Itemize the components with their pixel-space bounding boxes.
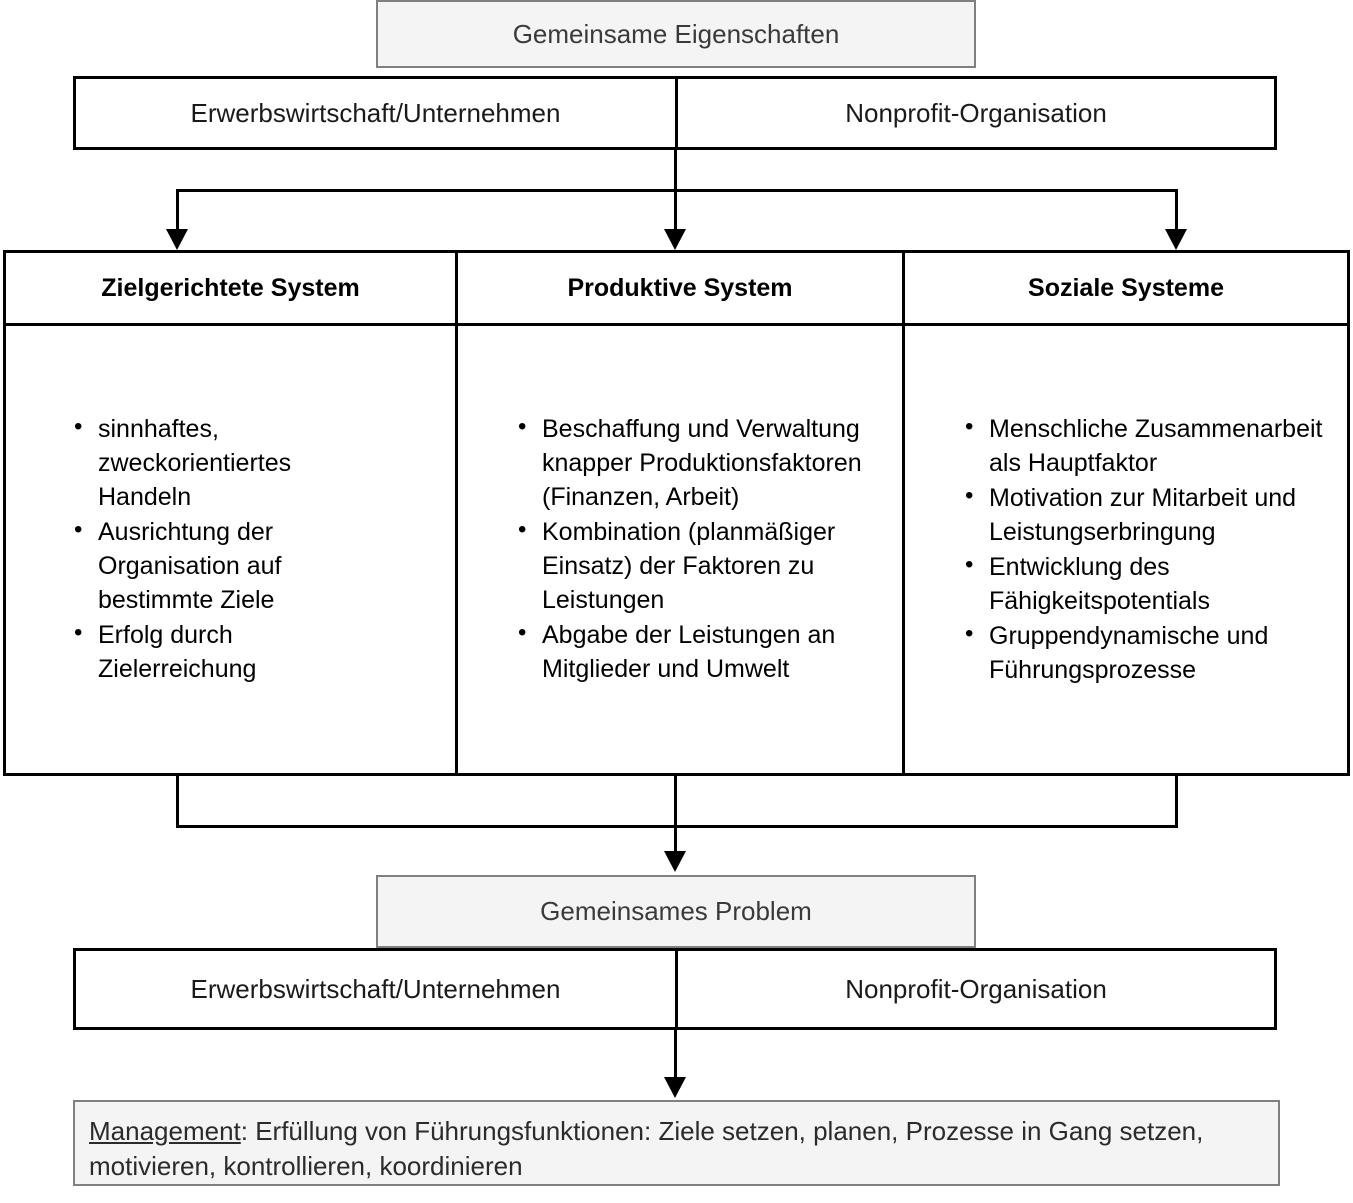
column-header-soziale-systeme: Soziale Systeme [905, 253, 1347, 326]
list-item: Ausrichtung der Organisation auf bestimm… [64, 514, 366, 617]
arrow-management [664, 1077, 686, 1098]
management-note-lead: Management [89, 1116, 241, 1146]
top-comparison-table: Erwerbswirtschaft/Unternehmen Nonprofit-… [73, 76, 1277, 150]
bottom-table-cell-nonprofit: Nonprofit-Organisation [675, 951, 1274, 1027]
column-body-produktive-system: Beschaffung und Verwaltung knapper Produ… [458, 326, 902, 773]
main-properties-table: Zielgerichtete System sinnhaftes, zwecko… [3, 250, 1350, 776]
arrow-left-top [166, 229, 188, 250]
column-body-zielgerichtete-system: sinnhaftes, zweckorientiertes Handeln Au… [6, 326, 455, 773]
arrow-center-bottom [664, 851, 686, 872]
top-table-left-label: Erwerbswirtschaft/Unternehmen [190, 97, 561, 128]
column-soziale-systeme: Soziale Systeme Menschliche Zusammenarbe… [905, 253, 1347, 773]
column-header-produktive-system: Produktive System [458, 253, 902, 326]
arrow-center-top [664, 229, 686, 250]
list-item: Beschaffung und Verwaltung knapper Produ… [508, 411, 872, 514]
column-produktive-system: Produktive System Beschaffung und Verwal… [455, 253, 905, 773]
connector-stem-management [674, 1030, 677, 1080]
management-note-body: : Erfüllung von Führungsfunktionen: Ziel… [89, 1116, 1204, 1181]
column-header-label: Zielgerichtete System [101, 273, 360, 302]
bottom-table-cell-erwerbswirtschaft: Erwerbswirtschaft/Unternehmen [76, 951, 675, 1027]
bottom-comparison-table: Erwerbswirtschaft/Unternehmen Nonprofit-… [73, 948, 1277, 1030]
gemeinsames-problem-label: Gemeinsames Problem [540, 896, 812, 927]
bullet-list-soziale-systeme: Menschliche Zusammenarbeit als Hauptfakt… [905, 411, 1347, 688]
column-body-soziale-systeme: Menschliche Zusammenarbeit als Hauptfakt… [905, 326, 1347, 773]
column-zielgerichtete-system: Zielgerichtete System sinnhaftes, zwecko… [6, 253, 455, 773]
gemeinsame-eigenschaften-label: Gemeinsame Eigenschaften [512, 18, 840, 49]
list-item: Abgabe der Leistungen an Mitglieder und … [508, 617, 872, 686]
connector-bus-bottom [176, 825, 1178, 828]
list-item: Entwicklung des Fähigkeitspotentials [955, 549, 1329, 618]
connector-stem-center-bottom [674, 825, 677, 854]
list-item: Gruppendynamische und Führungsprozesse [955, 618, 1329, 687]
top-table-cell-erwerbswirtschaft: Erwerbswirtschaft/Unternehmen [76, 79, 675, 147]
connector-riser-center-bottom [674, 776, 677, 828]
list-item: sinnhaftes, zweckorientiertes Handeln [64, 411, 366, 514]
connector-drop-right-top [1175, 189, 1178, 231]
top-table-cell-nonprofit: Nonprofit-Organisation [675, 79, 1274, 147]
list-item: Motivation zur Mitarbeit und Leistungser… [955, 480, 1329, 549]
column-header-zielgerichtete-system: Zielgerichtete System [6, 253, 455, 326]
gemeinsames-problem-banner: Gemeinsames Problem [376, 875, 976, 948]
column-header-label: Produktive System [567, 273, 793, 302]
connector-drop-center-top [674, 189, 677, 231]
bottom-table-right-label: Nonprofit-Organisation [845, 973, 1107, 1004]
arrow-right-top [1165, 229, 1187, 250]
bottom-table-left-label: Erwerbswirtschaft/Unternehmen [190, 973, 561, 1004]
list-item: Kombination (planmäßiger Einsatz) der Fa… [508, 514, 872, 617]
connector-drop-left-top [176, 189, 179, 231]
gemeinsame-eigenschaften-banner: Gemeinsame Eigenschaften [376, 0, 976, 68]
connector-stem-center-top [674, 150, 677, 192]
connector-riser-left-bottom [176, 776, 179, 828]
list-item: Menschliche Zusammenarbeit als Hauptfakt… [955, 411, 1329, 480]
list-item: Erfolg durch Zielerreichung [64, 617, 366, 686]
connector-riser-right-bottom [1175, 776, 1178, 828]
column-header-label: Soziale Systeme [1028, 273, 1224, 302]
bullet-list-produktive-system: Beschaffung und Verwaltung knapper Produ… [458, 411, 902, 687]
bullet-list-zielgerichtete-system: sinnhaftes, zweckorientiertes Handeln Au… [6, 411, 455, 687]
top-table-right-label: Nonprofit-Organisation [845, 97, 1107, 128]
management-note-box: Management: Erfüllung von Führungsfunkti… [73, 1100, 1280, 1186]
